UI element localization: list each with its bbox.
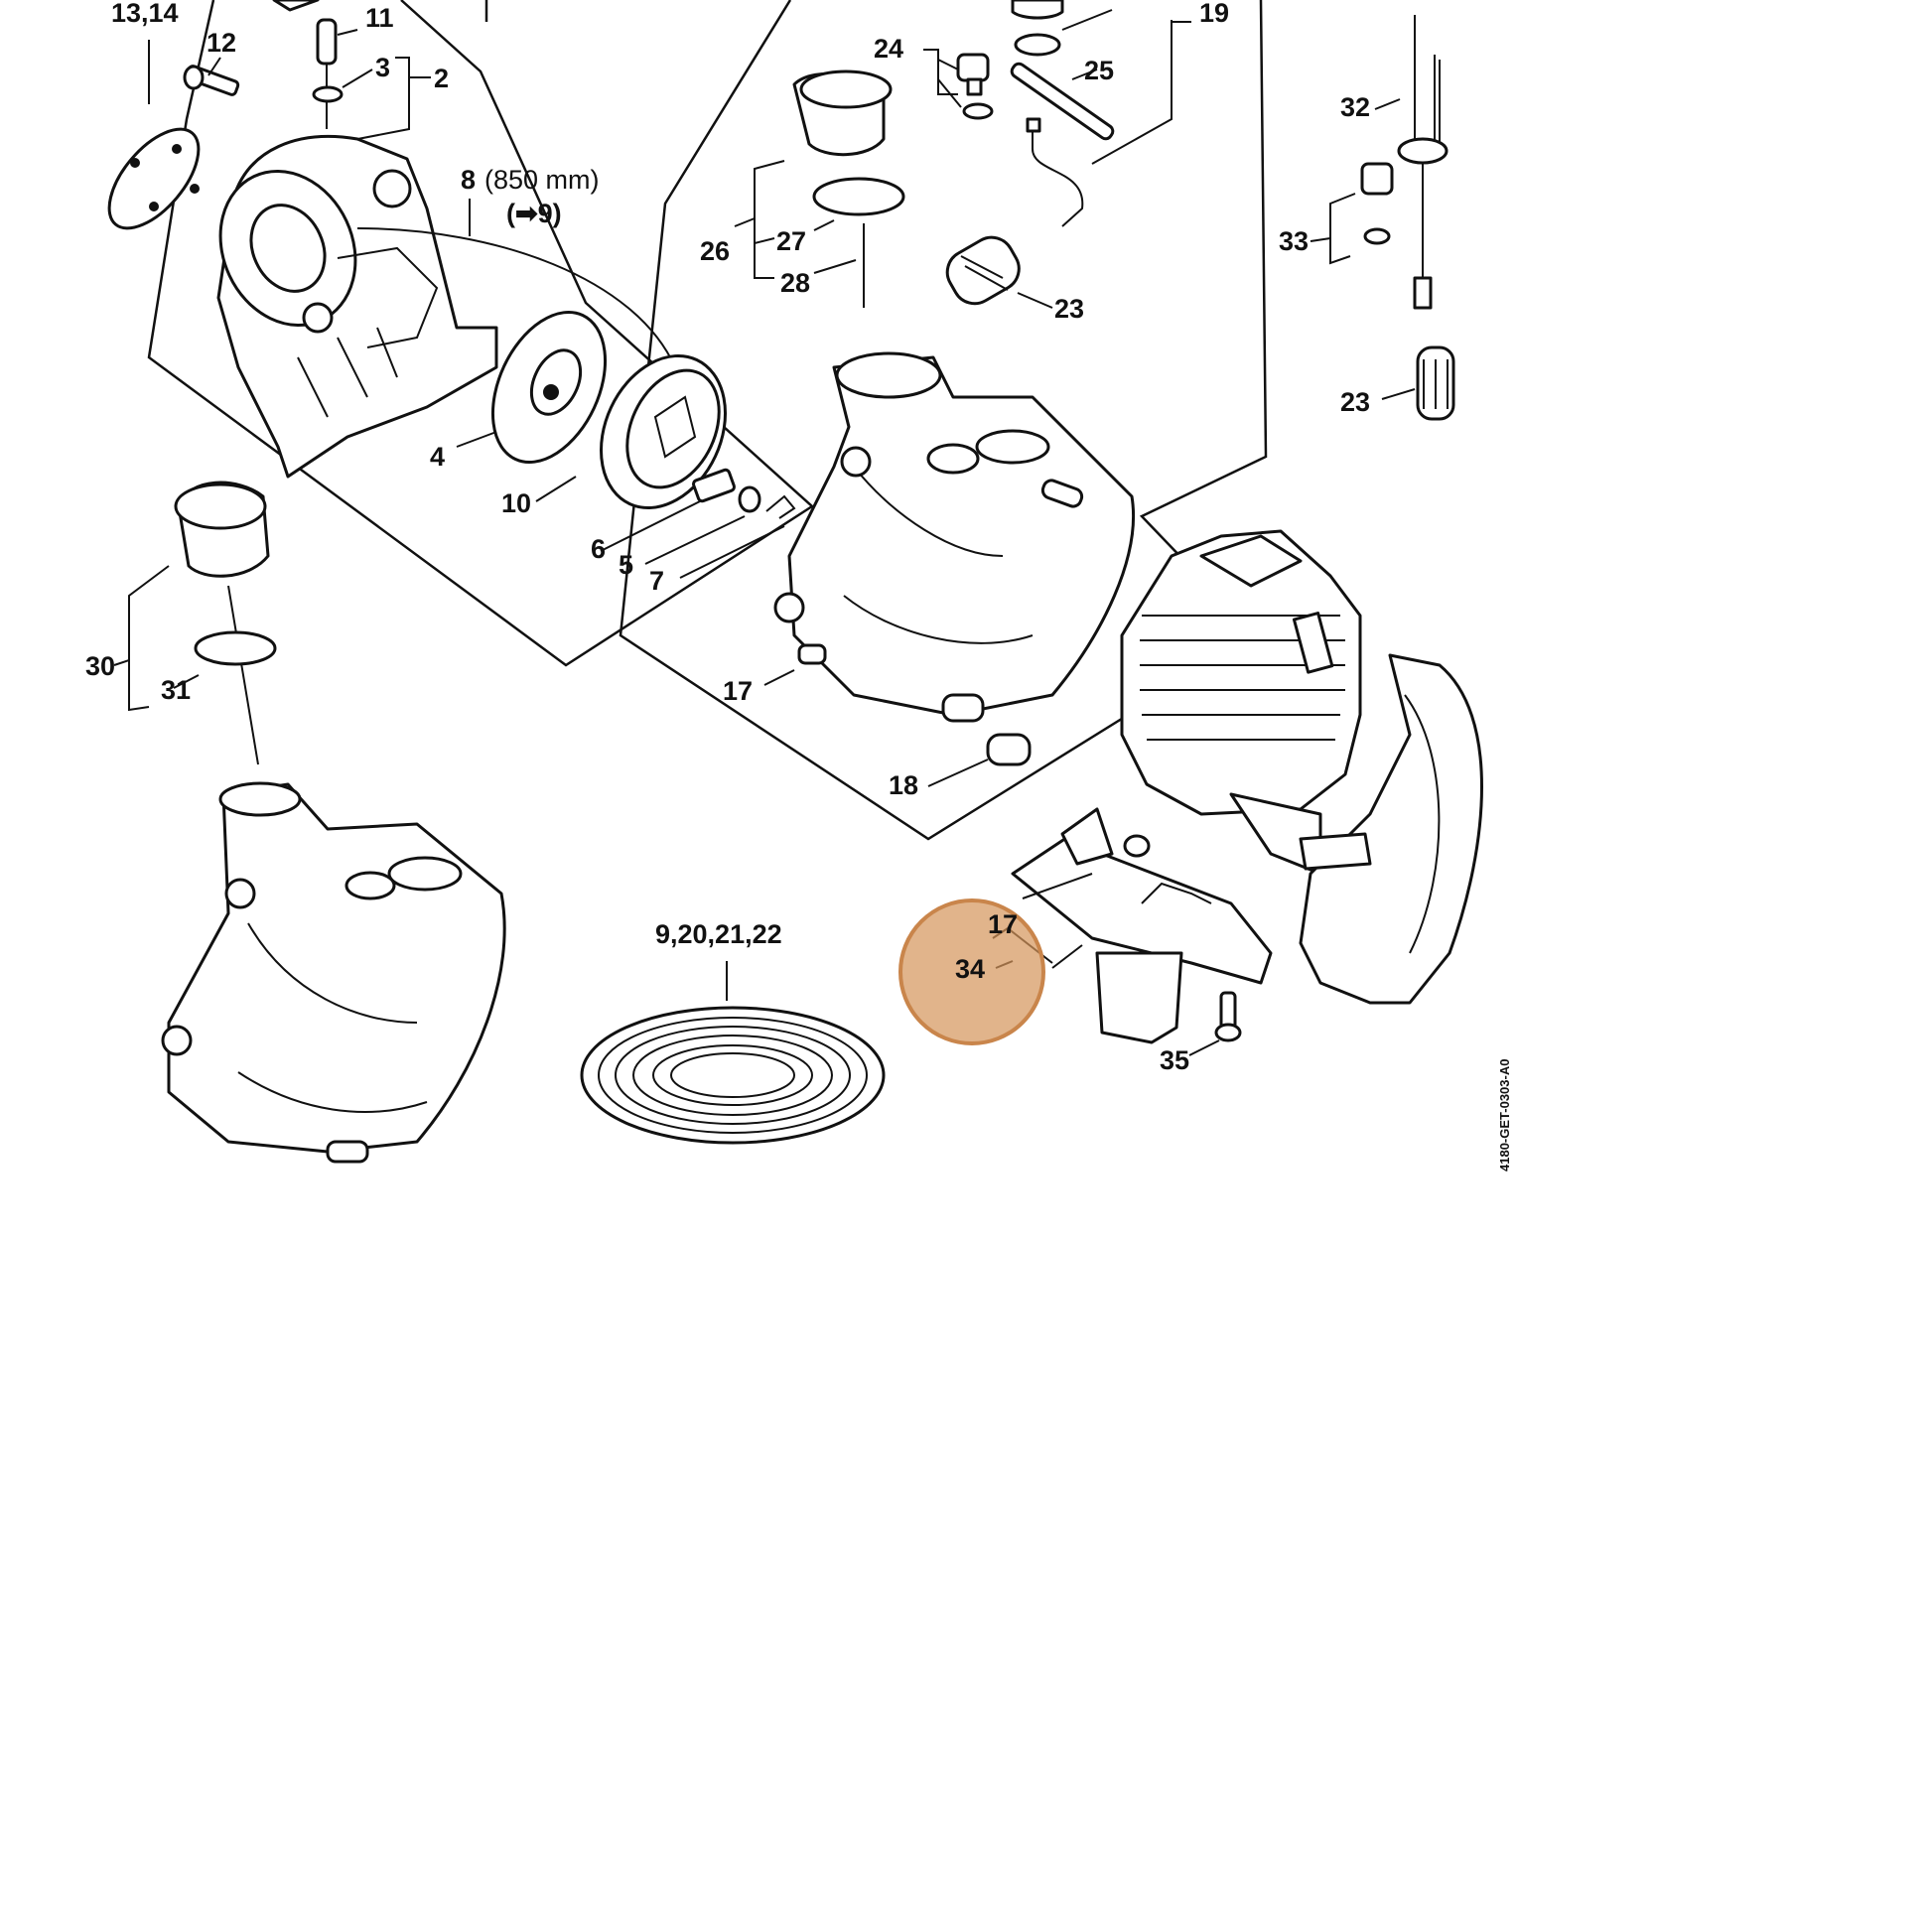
tank-section-outline [619,0,1268,841]
callout-23-upper: 23 [1054,294,1085,324]
fan-shroud-part [1299,653,1483,1005]
callout-32: 32 [1340,92,1371,122]
screw-12-part [183,65,240,96]
callout-30: 30 [85,651,116,681]
oil-cap-part [174,481,270,765]
callout-9-20-21-22: 9,20,21,22 [655,919,782,949]
callout-8: 8 [461,165,477,195]
callout-7: 7 [649,566,665,596]
callout-17-tank: 17 [723,676,754,706]
callout-19: 19 [1199,0,1230,28]
callout-17-bracket: 17 [988,909,1019,939]
fan-housing-part [216,135,498,479]
valve-33-part [1360,162,1394,245]
pin-17-part [797,643,827,665]
lower-tank-part [161,781,506,1164]
callout-3: 3 [375,53,391,82]
mounting-bracket-part [1011,807,1273,1044]
pickup-32-part [1397,15,1449,310]
diagram-reference-code: 4180-GET-0303-A0 [1497,1058,1512,1172]
callout-35: 35 [1160,1045,1190,1075]
callout-25: 25 [1084,56,1115,85]
callout-33: 33 [1279,226,1310,256]
callout-18: 18 [889,770,919,800]
fitting-part [1011,0,1064,57]
callout-34: 34 [955,954,986,984]
pawl-part [692,468,736,503]
tank-cap-part [792,69,893,157]
callout-8-length: (850 mm) [484,165,600,195]
fuel-filter-part [945,117,1084,306]
engine-part [1120,529,1362,876]
bushing-18-part [941,693,1032,766]
fuel-filter-lower-part [1416,345,1455,421]
callout-31: 31 [161,675,192,705]
starter-grip-part [272,0,338,129]
washer-3-part [312,85,344,103]
callout-27: 27 [776,226,807,256]
cover-plate-part [107,127,201,230]
spring-7-part [765,494,796,519]
callout-23-lower: 23 [1340,387,1371,417]
highlight-marker [898,898,1045,1045]
hose-25-part [1010,62,1115,141]
fuel-tank-part [773,351,1135,717]
callout-5: 5 [619,550,634,580]
rewind-spring-part [580,1006,886,1145]
callout-10: 10 [501,488,532,518]
rope-rotor-part [600,353,727,510]
oring-31-part [194,630,277,666]
callout-24: 24 [874,34,904,64]
callout-11: 11 [365,3,394,33]
callout-12: 12 [207,28,237,58]
callout-28: 28 [780,268,811,298]
callout-26: 26 [700,236,731,266]
valve-24-part [956,53,994,120]
callout-4: 4 [430,442,446,472]
callout-2: 2 [434,64,450,93]
callout-6: 6 [591,534,607,564]
callout-8-ref: (➡9) [506,199,562,228]
washer-5-part [738,485,761,513]
screw-35-part [1214,991,1242,1042]
oring-27-part [812,177,905,216]
spring-housing-part [490,310,608,465]
callout-13-14: 13,14 [111,0,179,28]
